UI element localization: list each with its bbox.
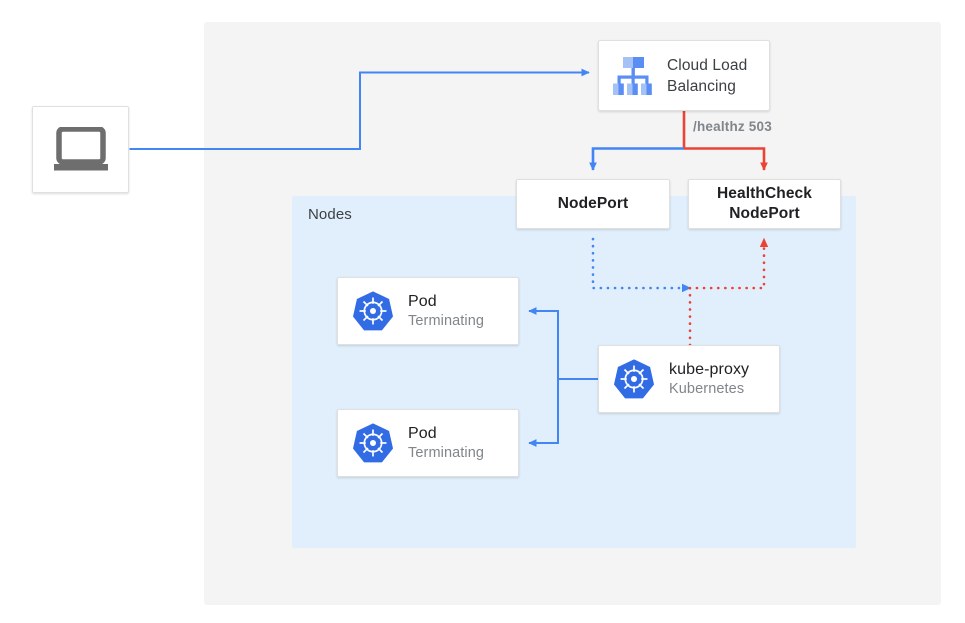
pod-node-1[interactable]: Pod Terminating [337, 277, 519, 345]
nodeport-label: NodePort [557, 195, 629, 212]
cloud-load-balancing-icon [613, 56, 652, 95]
laptop-icon [53, 126, 108, 170]
kube-proxy-title: kube-proxy [669, 360, 750, 378]
healthcheck-nodeport-node[interactable]: HealthCheck NodePort [688, 179, 841, 229]
kube-proxy-node[interactable]: kube-proxy Kubernetes [598, 345, 780, 413]
healthcheck-nodeport-label-line2: NodePort [729, 205, 800, 222]
kube-proxy-subtitle: Kubernetes [669, 380, 745, 397]
cloud-load-balancing-node[interactable]: Cloud Load Balancing [598, 40, 770, 111]
healthz-edge-label: /healthz 503 [693, 119, 772, 134]
clb-label-line1: Cloud Load [667, 56, 748, 74]
pod-1-status: Terminating [408, 312, 485, 329]
nodes-region-label: Nodes [308, 206, 352, 223]
kubernetes-icon [352, 291, 394, 331]
healthcheck-nodeport-label-line1: HealthCheck [717, 185, 812, 202]
clb-label-line2: Balancing [667, 77, 736, 95]
pod-2-status: Terminating [408, 444, 485, 461]
pod-node-2[interactable]: Pod Terminating [337, 409, 519, 477]
client-node[interactable] [32, 106, 129, 193]
kubernetes-icon [352, 423, 394, 463]
pod-2-title: Pod [408, 424, 437, 442]
kubernetes-icon [613, 359, 655, 399]
nodeport-node[interactable]: NodePort [516, 179, 670, 229]
pod-1-title: Pod [408, 292, 437, 310]
